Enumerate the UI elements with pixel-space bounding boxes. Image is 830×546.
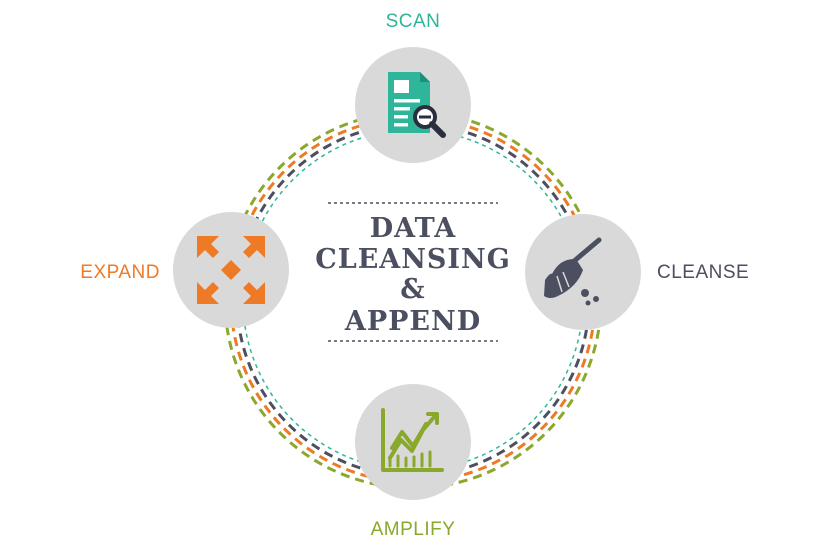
cleanse-label: CLEANSE	[657, 262, 749, 283]
amplify-label: AMPLIFY	[371, 519, 456, 540]
title-line-3: &	[400, 274, 425, 305]
title-block: DATA CLEANSING & APPEND	[315, 202, 511, 342]
expand-arrows-icon	[197, 236, 265, 304]
growth-chart-icon	[381, 408, 444, 472]
title-line-1: DATA	[370, 213, 457, 244]
amplify-node: AMPLIFY	[355, 384, 471, 540]
scan-node: SCAN	[355, 11, 471, 163]
document-search-icon	[388, 72, 446, 138]
scan-label: SCAN	[386, 11, 441, 32]
amplify-circle	[355, 384, 471, 500]
title-line-2: CLEANSING	[315, 244, 511, 275]
cleanse-node: CLEANSE	[525, 214, 749, 330]
title-line-4: APPEND	[344, 306, 481, 337]
expand-node: EXPAND	[80, 212, 289, 328]
expand-label: EXPAND	[80, 262, 160, 283]
cleanse-circle	[525, 214, 641, 330]
broom-icon	[544, 237, 602, 306]
